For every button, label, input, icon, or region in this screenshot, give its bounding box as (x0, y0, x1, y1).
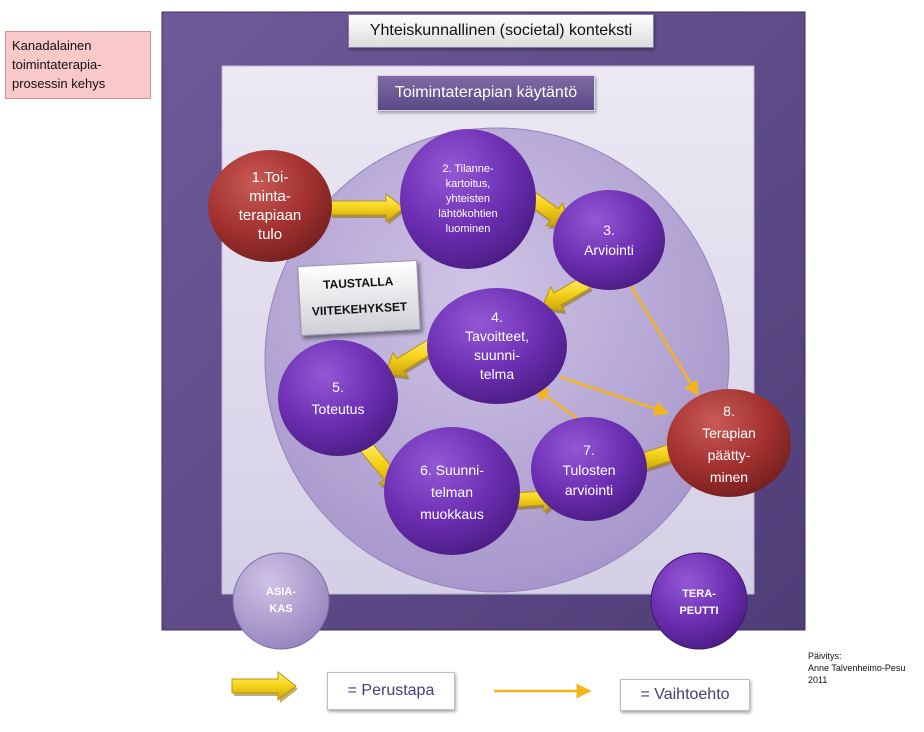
client-label-line-1: ASIA- (266, 586, 296, 598)
client-circle (232, 552, 330, 650)
background-frameworks-label: TAUSTALLA VIITEKEHYKSET (297, 259, 421, 337)
caption-line-3: prosessin kehys (12, 76, 106, 91)
client-label: ASIA- KAS (241, 581, 321, 621)
alt-arrow-3-to-8 (628, 284, 700, 397)
node-5: 5. Toteutus (288, 358, 388, 438)
node-6: 6. Suunni- telman muokkaus (392, 452, 512, 532)
node-5-line-2: Toteutus (311, 401, 365, 417)
node-8: 8. Terapian päätty- minen (674, 398, 784, 490)
node-8-line-3: päätty- (707, 447, 751, 463)
node-8-line-2: Terapian (702, 425, 756, 441)
arrow-3-to-4 (541, 275, 592, 312)
node-1-line-3: terapiaan (238, 207, 302, 224)
node-1-line-1: 1.Toi- (251, 169, 289, 186)
legend-basic-label: = Perustapa (327, 672, 455, 710)
therapist-label-line-2: PEUTTI (679, 605, 719, 617)
node-7-circle (531, 417, 647, 521)
node-3: 3. Arviointi (559, 200, 659, 280)
node-1: 1.Toi- minta- terapiaan tulo (214, 156, 326, 256)
node-7: 7. Tulosten arviointi (539, 432, 639, 508)
societal-context-label: Yhteiskunnallinen (societal) konteksti (348, 14, 654, 48)
node-2-line-1: 2. Tilanne- (442, 162, 494, 175)
credit-line-1: Päivitys: (808, 651, 842, 661)
credit-line-2: Anne Talvenheimo-Pesu (808, 663, 906, 673)
node-6-line-1: 6. Suunni- (420, 462, 484, 478)
therapist-label: TERA- PEUTTI (659, 583, 739, 623)
node-2-line-3: yhteisten (445, 192, 491, 205)
caption-line-1: Kanadalainen (12, 38, 92, 53)
node-2-circle (400, 129, 536, 269)
node-6-line-2: telman (430, 484, 474, 500)
node-7-line-1: 7. (583, 442, 595, 458)
node-8-line-4: minen (709, 469, 749, 485)
node-6-line-3: muokkaus (420, 506, 484, 522)
therapist-label-line-1: TERA- (682, 588, 716, 600)
node-1-line-2: minta- (249, 188, 291, 205)
node-1-line-4: tulo (257, 226, 283, 243)
arrow-1-to-2 (329, 192, 405, 224)
node-5-circle (278, 340, 398, 456)
node-4-line-2: Tavoitteet, (465, 328, 529, 344)
node-4-line-3: suunni- (474, 347, 520, 363)
node-8-circle (667, 389, 791, 497)
node-2-line-5: luominen (445, 222, 491, 235)
node-4-line-4: telma (479, 366, 515, 382)
update-credit: Päivitys: Anne Talvenheimo-Pesu 2011 (808, 650, 905, 686)
node-3-line-1: 3. (603, 222, 615, 238)
node-2-line-2: kartoitus, (445, 177, 491, 190)
client-label-line-2: KAS (269, 603, 293, 615)
practice-label: Toimintaterapian käytäntö (377, 75, 595, 111)
node-3-circle (553, 190, 665, 290)
background-label-line-2: VIITEKEHYKSET (311, 299, 408, 319)
alt-arrow-4-to-8 (559, 375, 670, 416)
alt-arrow-7-to-4 (533, 386, 586, 426)
caption-line-2: toimintaterapia- (12, 57, 102, 72)
node-3-line-2: Arviointi (584, 242, 634, 258)
node-8-line-1: 8. (723, 403, 735, 419)
diagram-caption: Kanadalainen toimintaterapia- prosessin … (5, 31, 151, 99)
node-7-line-2: Tulosten (562, 462, 616, 478)
node-4: 4. Tavoitteet, suunni- telma (437, 298, 557, 394)
node-4-line-1: 4. (491, 309, 503, 325)
legend-thick-arrow (231, 670, 297, 702)
therapist-circle (650, 552, 748, 650)
node-6-circle (384, 427, 520, 555)
node-2: 2. Tilanne- kartoitus, yhteisten lähtöko… (408, 140, 528, 258)
node-7-line-3: arviointi (564, 482, 614, 498)
node-1-circle (208, 150, 332, 262)
node-5-line-1: 5. (332, 379, 344, 395)
node-4-circle (427, 288, 567, 404)
node-2-line-4: lähtökohtien (438, 207, 498, 220)
legend-alternative-label: = Vaihtoehto (620, 679, 750, 711)
credit-line-3: 2011 (808, 675, 828, 685)
